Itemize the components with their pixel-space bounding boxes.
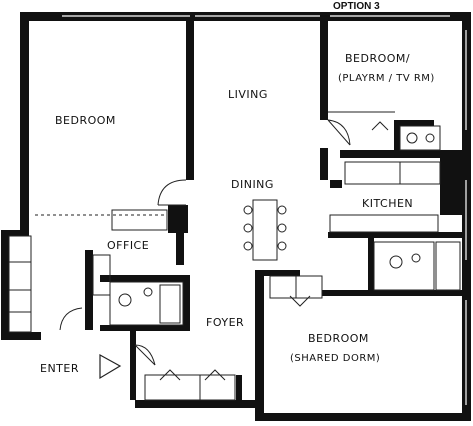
room-label-bed3-line1: BEDROOM	[308, 332, 369, 345]
room-label-bed2-line2: (PLAYRM / TV RM)	[338, 73, 435, 84]
enter-arrow-icon	[99, 353, 122, 380]
wall-office-pillar	[168, 205, 188, 233]
doors	[59, 119, 389, 381]
wall-entry-divider	[236, 375, 242, 405]
wall-left-upper	[20, 12, 29, 230]
bath2	[373, 241, 435, 291]
bed2-sink-icon	[425, 133, 435, 143]
door-bedroom	[157, 179, 187, 206]
door-entry-closet-2	[204, 369, 226, 381]
bath2-tub	[435, 241, 461, 291]
option-label: OPTION 3	[333, 1, 380, 12]
wall-left-dorm	[255, 270, 264, 421]
wall-bed2-bath-top	[394, 120, 434, 126]
room-label-foyer: FOYER	[206, 316, 244, 329]
wall-left-lower	[1, 230, 9, 340]
door-entry	[134, 344, 156, 366]
wall-kitchen-corner	[330, 180, 342, 188]
interior-walls	[85, 20, 470, 400]
chair-icon	[277, 241, 287, 251]
chair-icon	[243, 223, 253, 233]
wall-entry-bottom	[135, 400, 263, 408]
room-label-kitchen: KITCHEN	[362, 197, 413, 210]
door-closet	[59, 307, 83, 331]
wall-kitchen-bottom	[328, 232, 464, 238]
dining-table	[252, 199, 278, 261]
bath1	[109, 281, 184, 326]
wall-entry-left	[130, 330, 136, 400]
room-label-dining: DINING	[231, 178, 274, 191]
wall-bath1-top	[100, 275, 190, 282]
wall-bottom-dorm	[263, 413, 471, 421]
bath1-toilet-icon	[118, 293, 132, 307]
door-bed2-closet	[371, 121, 389, 131]
bath2-toilet-icon	[389, 255, 403, 269]
kitchen-counter-upper	[344, 161, 441, 185]
chair-icon	[243, 205, 253, 215]
wall-bed2-bottom	[340, 150, 470, 158]
entry-closet	[144, 374, 236, 401]
wall-kitchen-column	[440, 155, 462, 215]
wall-bath2-left	[368, 238, 374, 296]
door-dorm-closet	[289, 295, 311, 307]
enter-label: ENTER	[40, 362, 79, 375]
wall-closet-top	[1, 230, 29, 236]
room-label-bedroom: BEDROOM	[55, 114, 116, 127]
wall-bed2-left	[320, 20, 328, 120]
bed2-toilet-icon	[406, 132, 418, 144]
wall-dorm-top	[322, 290, 462, 296]
kitchen-counter-lower	[329, 214, 439, 233]
wall-bath1-bottom	[100, 325, 190, 331]
bath1-sink-icon	[143, 287, 153, 297]
room-label-living: LIVING	[228, 88, 268, 101]
bath1-tub	[159, 284, 181, 324]
bath2-sink-icon	[411, 253, 421, 263]
wall-office-left	[85, 250, 93, 330]
left-closet	[8, 235, 32, 333]
wall-bed2-left-lower	[320, 148, 328, 180]
room-label-bed3-line2: (SHARED DORM)	[290, 353, 380, 364]
room-label-office: OFFICE	[107, 239, 149, 252]
wall-bath1-right	[183, 275, 190, 330]
chair-icon	[243, 241, 253, 251]
wall-bed2-bath-left	[394, 120, 400, 155]
fixtures	[8, 111, 461, 401]
wall-office-right	[176, 230, 184, 265]
wall-bedroom-right	[186, 20, 194, 180]
bed2-bath	[399, 125, 441, 151]
chair-icon	[277, 205, 287, 215]
room-label-bed2-line1: BEDROOM/	[345, 52, 410, 65]
wall-dorm-top-left	[255, 270, 300, 276]
wall-closet-bottom	[1, 332, 41, 340]
door-entry-closet	[159, 369, 181, 381]
chair-icon	[277, 223, 287, 233]
office-cabinet	[92, 254, 111, 296]
closet-rect	[111, 209, 168, 231]
door-bed2	[327, 119, 351, 146]
